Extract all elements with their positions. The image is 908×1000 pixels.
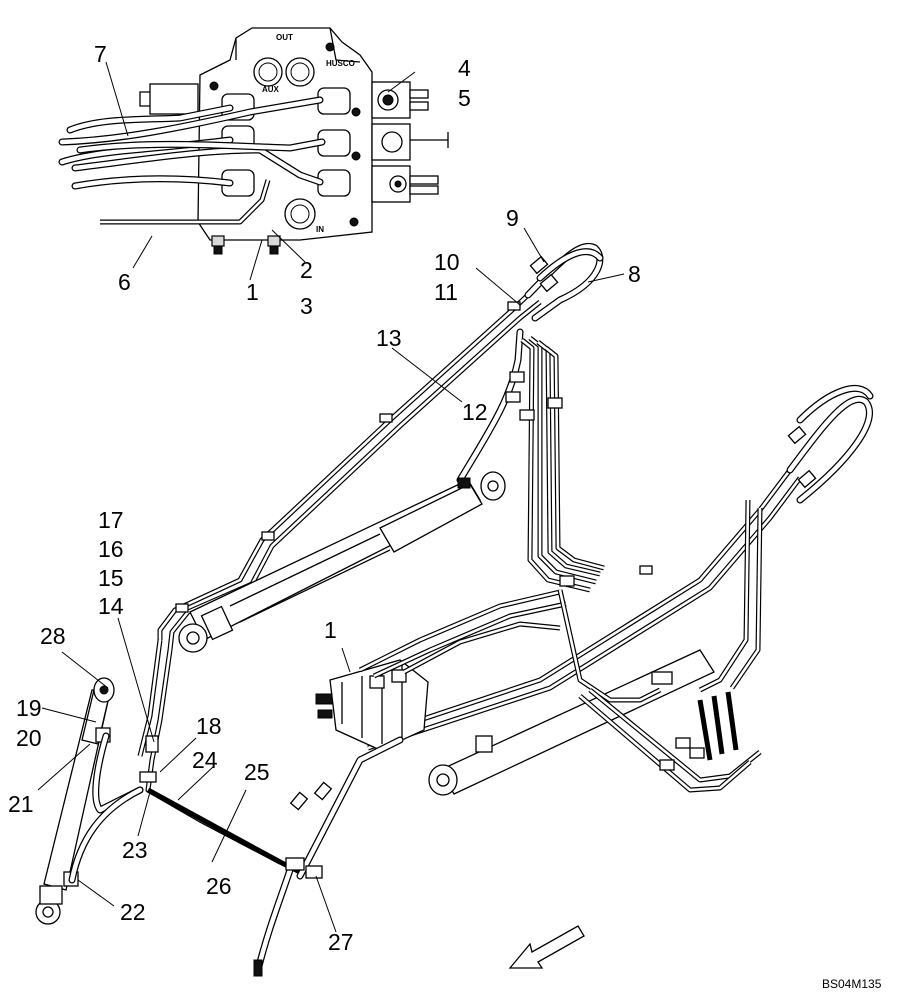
callouts: 1 2 3 4 5 6 7 8 9 10 11 12 13 14 15 16 1… [8, 41, 641, 955]
callout-25: 25 [244, 759, 270, 785]
left-lift-cylinder [178, 471, 506, 653]
callout-5: 5 [458, 85, 471, 111]
leader-lines [37, 61, 625, 933]
callout-18: 18 [196, 713, 222, 739]
valve-brand-label: HUSCO [326, 59, 355, 68]
callout-23: 23 [122, 837, 148, 863]
aux-lines [137, 639, 404, 977]
drawing-id: BS04M135 [822, 977, 882, 991]
callout-1: 1 [246, 279, 259, 305]
callout-16: 16 [98, 536, 124, 562]
callout-13: 13 [376, 325, 402, 351]
control-valve-main [315, 589, 567, 751]
callout-26: 26 [206, 873, 232, 899]
callout-19: 19 [16, 695, 42, 721]
callout-1-main-view: 1 [324, 617, 337, 643]
callout-2: 2 [300, 257, 313, 283]
callout-15: 15 [98, 565, 124, 591]
callout-8: 8 [628, 261, 641, 287]
right-frame-tubes [557, 589, 762, 793]
direction-arrow-icon [508, 925, 585, 969]
left-boom-lines [157, 242, 604, 651]
callout-24: 24 [192, 747, 218, 773]
callout-6: 6 [118, 269, 131, 295]
callout-28: 28 [40, 623, 66, 649]
callout-12: 12 [462, 399, 488, 425]
callout-9: 9 [506, 205, 519, 231]
callout-4: 4 [458, 55, 471, 81]
callout-21: 21 [8, 791, 34, 817]
callout-7: 7 [94, 41, 107, 67]
callout-20: 20 [16, 725, 42, 751]
center-pipe-bundle [505, 336, 605, 593]
callout-22: 22 [120, 899, 146, 925]
valve-out-label: OUT [276, 33, 293, 42]
valve-in-label: IN [316, 225, 324, 234]
callout-27: 27 [328, 929, 354, 955]
right-lift-cylinder [428, 649, 715, 796]
callout-3: 3 [300, 293, 313, 319]
small-cylinder [35, 677, 144, 925]
right-boom-lines [359, 384, 874, 751]
valve-aux-label: AUX [262, 85, 280, 94]
callout-11: 11 [434, 279, 458, 305]
valve-inset: OUT HUSCO AUX IN [58, 27, 449, 255]
callout-14: 14 [98, 593, 124, 619]
callout-10: 10 [434, 249, 460, 275]
callout-17: 17 [98, 507, 124, 533]
